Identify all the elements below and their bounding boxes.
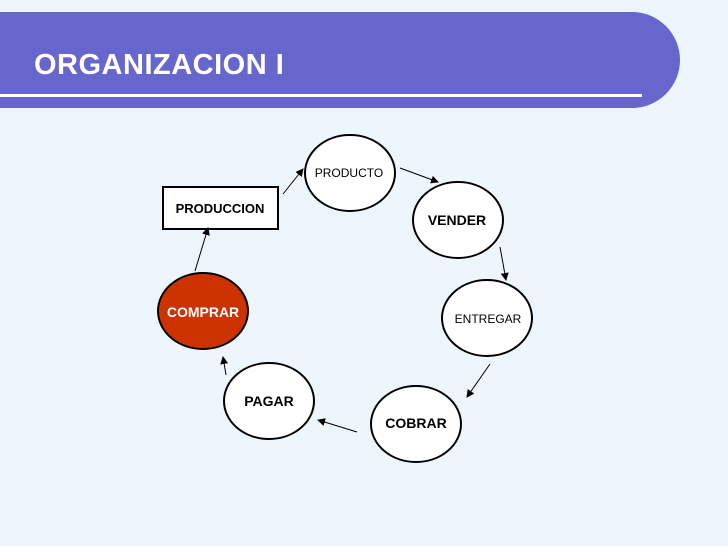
node-producto-label: PRODUCTO (315, 166, 383, 180)
arrow-pagar-comprar (220, 356, 229, 376)
node-vender: VENDER (412, 181, 504, 259)
node-cobrar-label: COBRAR (385, 415, 446, 431)
node-pagar-label: PAGAR (244, 393, 294, 409)
arrow-cobrar-pagar (317, 418, 358, 433)
node-entregar: ENTREGAR (441, 279, 533, 357)
node-produccion: PRODUCCION (162, 186, 279, 230)
arrow-entregar-cobrar (466, 363, 491, 398)
node-pagar: PAGAR (223, 362, 315, 440)
slide-title: ORGANIZACION I (34, 49, 285, 81)
title-underline (0, 94, 642, 97)
node-comprar: COMPRAR (157, 272, 249, 350)
node-cobrar: COBRAR (370, 385, 462, 463)
title-banner (0, 12, 680, 108)
node-producto: PRODUCTO (304, 134, 396, 212)
node-entregar-label: ENTREGAR (455, 312, 522, 326)
node-comprar-label: COMPRAR (167, 304, 239, 320)
node-vender-label: VENDER (428, 212, 486, 228)
arrow-vender-entregar (499, 246, 509, 281)
node-produccion-label: PRODUCCION (176, 201, 265, 216)
arrow-comprar-produccion (194, 227, 210, 272)
arrow-produccion-producto (282, 168, 304, 195)
arrow-producto-vender (399, 167, 439, 184)
